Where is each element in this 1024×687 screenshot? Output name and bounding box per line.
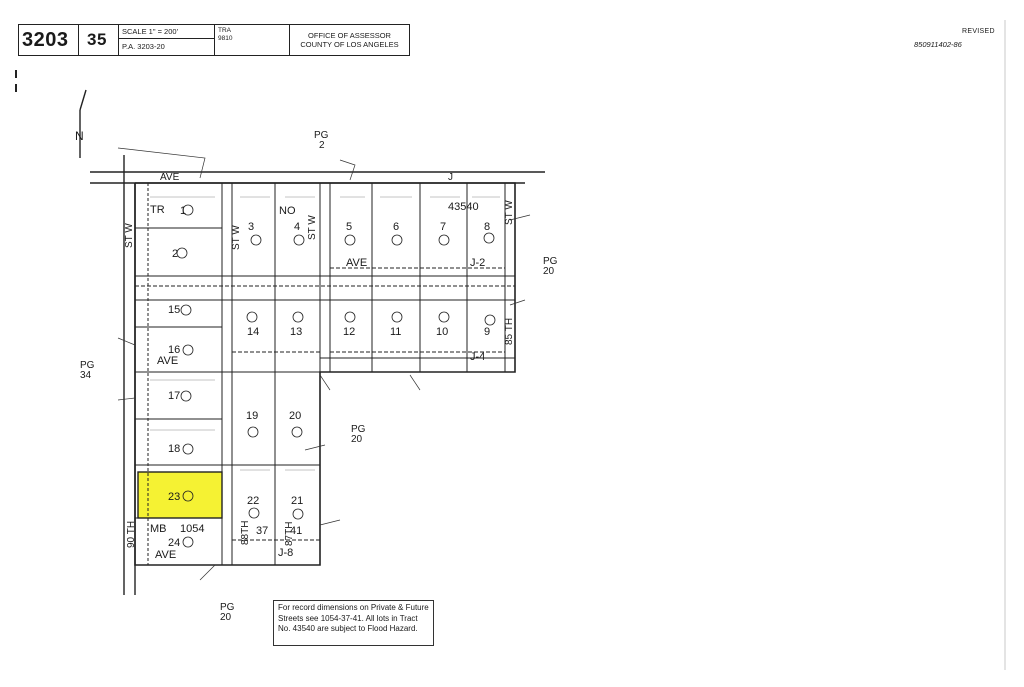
north-arrow (79, 89, 87, 158)
pg-right-label: PG (543, 256, 558, 267)
north-label: N (75, 129, 84, 143)
st-w-4-label: ST W (307, 215, 318, 240)
lot-2: 2 (172, 248, 178, 260)
street-labels: TR NO 43540 ST W ST W ST W AVE J-2 AVE J… (150, 200, 515, 561)
90th-label: 90 TH (126, 521, 137, 548)
lot-12: 12 (343, 326, 355, 338)
pg-bottom-num: 20 (220, 612, 232, 623)
pg-top-num: 2 (319, 140, 325, 151)
ave-j-label-2: J (448, 172, 453, 183)
j4-label: J-4 (470, 351, 485, 363)
lot-14: 14 (247, 326, 259, 338)
lot-17: 17 (168, 390, 180, 402)
j8-label: J-8 (278, 547, 293, 559)
st-w-8-label: ST W (504, 200, 515, 225)
85th-label: 85 TH (504, 318, 515, 345)
lot-6: 6 (393, 221, 399, 233)
tract-number: 43540 (448, 201, 479, 213)
page-number: 35 (87, 30, 107, 49)
ave-24-label: AVE (155, 549, 176, 561)
map-book-cell: 3203 (19, 25, 79, 55)
ave-16-label: AVE (157, 355, 178, 367)
lot-4: 4 (294, 221, 300, 233)
lot-15: 15 (168, 304, 180, 316)
tr-label: TR (150, 204, 165, 216)
lot-24: 24 (168, 537, 180, 549)
st-w-left-label: ST W (124, 223, 135, 248)
scale-text: SCALE 1" = 200' (119, 25, 214, 39)
pg-right-num: 20 (543, 266, 555, 277)
scale-cell: SCALE 1" = 200' P.A. 3203-20 (119, 25, 215, 55)
mb-ref-37: 37 (256, 525, 268, 537)
lot-18: 18 (168, 443, 180, 455)
revised-label: REVISED (962, 28, 995, 35)
measurement-ticks (150, 196, 500, 471)
tra-value: 9810 (218, 35, 233, 42)
ave-j-road (90, 171, 545, 184)
87th-label: 87TH (284, 522, 295, 546)
office-cell: OFFICE OF ASSESSOR COUNTY OF LOS ANGELES (290, 25, 409, 55)
pg-bottom-label: PG (220, 602, 235, 613)
lot-22: 22 (247, 495, 259, 507)
lot-8: 8 (484, 221, 490, 233)
page-number-cell: 35 (79, 25, 119, 55)
j2-label: J-2 (470, 257, 485, 269)
lot-13: 13 (290, 326, 302, 338)
lot-9: 9 (484, 326, 490, 338)
mb-number: 1054 (180, 523, 204, 535)
pg-middle-label: PG (351, 424, 366, 435)
map-header: 3203 35 SCALE 1" = 200' P.A. 3203-20 TRA… (18, 24, 410, 56)
lot-10: 10 (436, 326, 448, 338)
pg-left-label: PG (80, 360, 95, 371)
lot-16: 16 (168, 344, 180, 356)
mb-label: MB (150, 523, 167, 535)
leader-lines (117, 147, 531, 581)
st-w-3-label: ST W (231, 225, 242, 250)
no-label: NO (279, 205, 296, 217)
lot-labels: 1 2 3 4 5 6 7 8 9 10 11 12 13 14 15 16 1… (168, 204, 496, 549)
lot-3: 3 (248, 221, 254, 233)
mb-ref-41: 41 (290, 525, 302, 537)
pg-middle-num: 20 (351, 434, 363, 445)
map-book-number: 3203 (22, 29, 69, 51)
lot-11: 11 (390, 326, 401, 338)
revised-code: 850911402-86 (914, 40, 962, 49)
lot-20: 20 (289, 410, 301, 422)
pa-text: P.A. 3203-20 (122, 42, 165, 51)
lot-7: 7 (440, 221, 446, 233)
ave-j-label-1: AVE (160, 172, 180, 183)
office-line-2: COUNTY OF LOS ANGELES (300, 40, 399, 49)
office-line-1: OFFICE OF ASSESSOR (308, 31, 391, 40)
highlighted-lot-23 (137, 471, 223, 519)
lot-23: 23 (168, 491, 180, 503)
ave-mid-label: AVE (346, 257, 367, 269)
lot-5: 5 (346, 221, 352, 233)
tra-cell: TRA 9810 (215, 25, 290, 55)
pg-left-num: 34 (80, 370, 92, 381)
lot-19: 19 (246, 410, 258, 422)
88th-label: 88TH (240, 521, 251, 545)
pg-top-label: PG (314, 130, 329, 141)
page-references: PG 2 PG 34 PG 20 PG 20 PG 20 (80, 130, 558, 623)
lot-21: 21 (291, 495, 303, 507)
tra-label: TRA (218, 27, 231, 34)
flood-hazard-note: For record dimensions on Private & Futur… (273, 600, 434, 646)
